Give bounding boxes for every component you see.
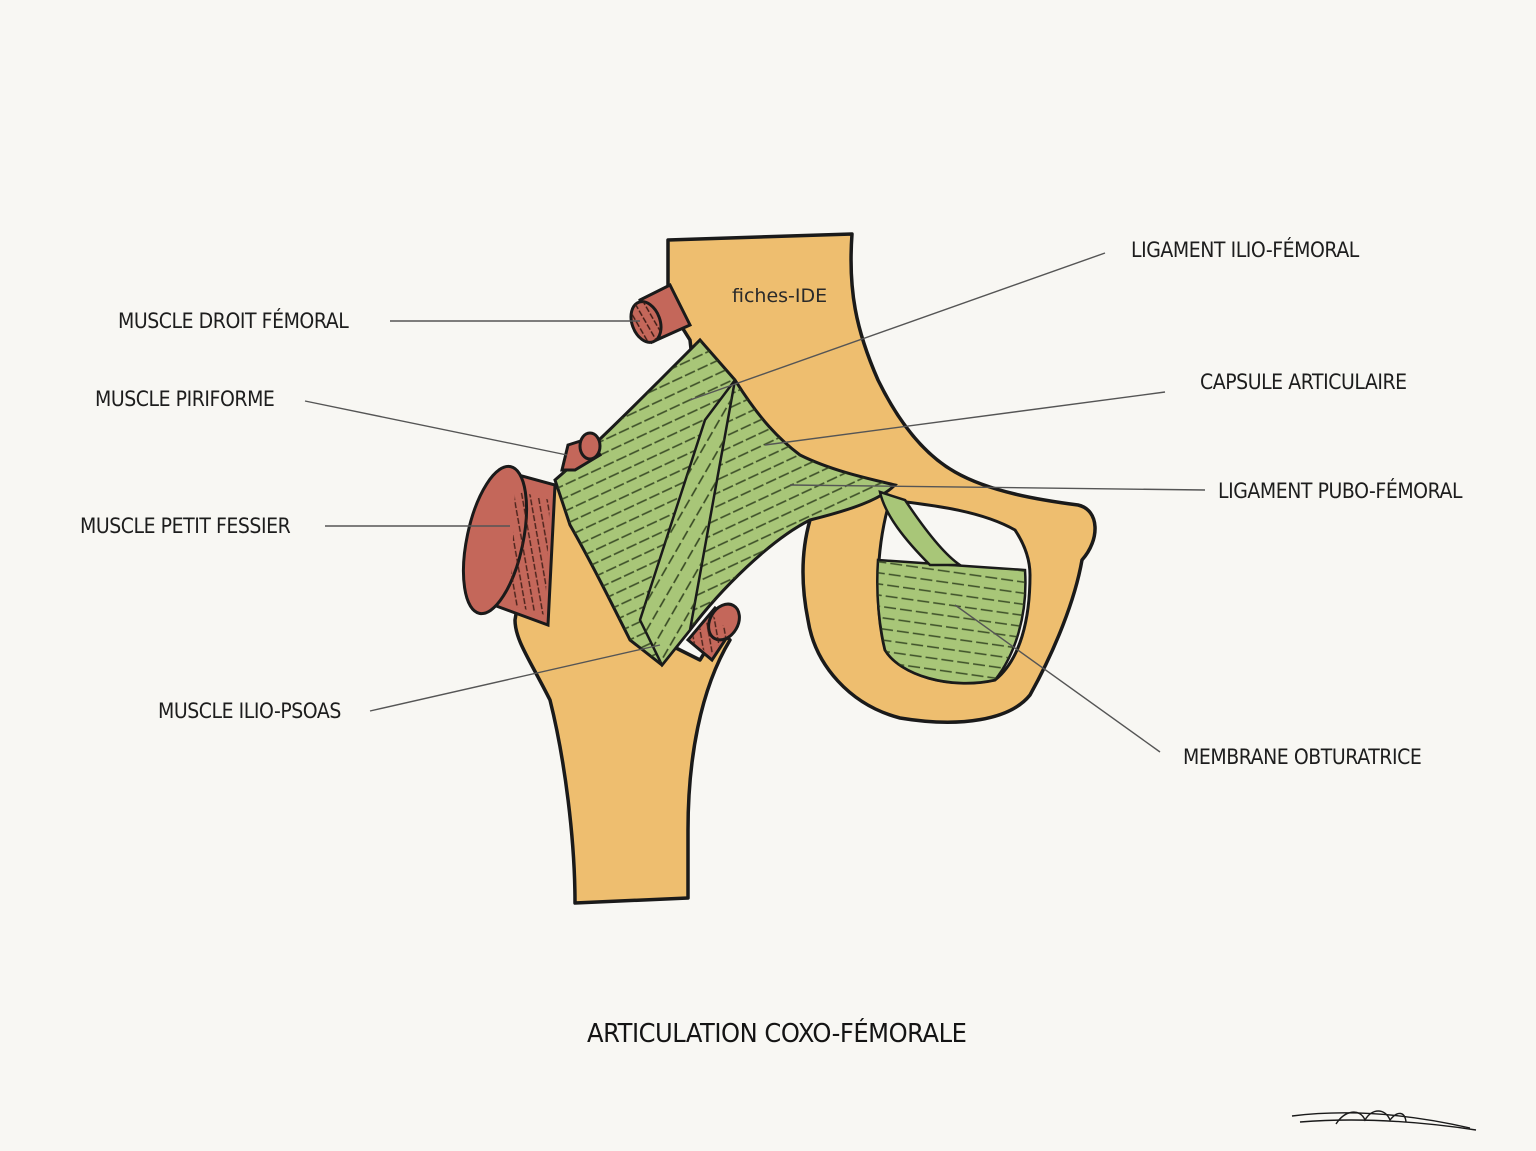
leader-capsule [764,391,1166,446]
artist-signature [1291,1110,1477,1131]
leader-pubo-femoral [789,484,1206,491]
leader-obturatrice [954,604,1161,753]
label-muscle-petit-fessier: MUSCLE PETIT FESSIER [80,514,291,538]
pubo-femoral-band [878,490,965,567]
muscle-piriforme-stump [560,431,603,472]
label-capsule-articulaire: CAPSULE ARTICULAIRE [1200,370,1407,394]
diagram-title: ARTICULATION COXO-FÉMORALE [587,1019,967,1049]
leader-ilio-femoral [689,252,1106,401]
label-muscle-ilio-psoas: MUSCLE ILIO-PSOAS [158,699,341,723]
muscle-ilio-psoas-stump [685,602,741,663]
label-muscle-piriforme: MUSCLE PIRIFORME [95,387,275,411]
leader-lines [304,252,1206,753]
leader-ilio-psoas [369,644,661,712]
watermark-text: fiches-IDE [732,285,828,307]
label-ligament-ilio-femoral: LIGAMENT ILIO-FÉMORAL [1131,238,1359,262]
label-membrane-obturatrice: MEMBRANE OBTURATRICE [1183,745,1422,769]
muscle-petit-fessier-stump [461,464,557,628]
label-ligament-pubo-femoral: LIGAMENT PUBO-FÉMORAL [1218,479,1463,503]
label-muscle-droit-femoral: MUSCLE DROIT FÉMORAL [118,309,349,333]
leader-piriforme [304,400,568,456]
muscle-droit-femoral-stump [629,282,693,345]
